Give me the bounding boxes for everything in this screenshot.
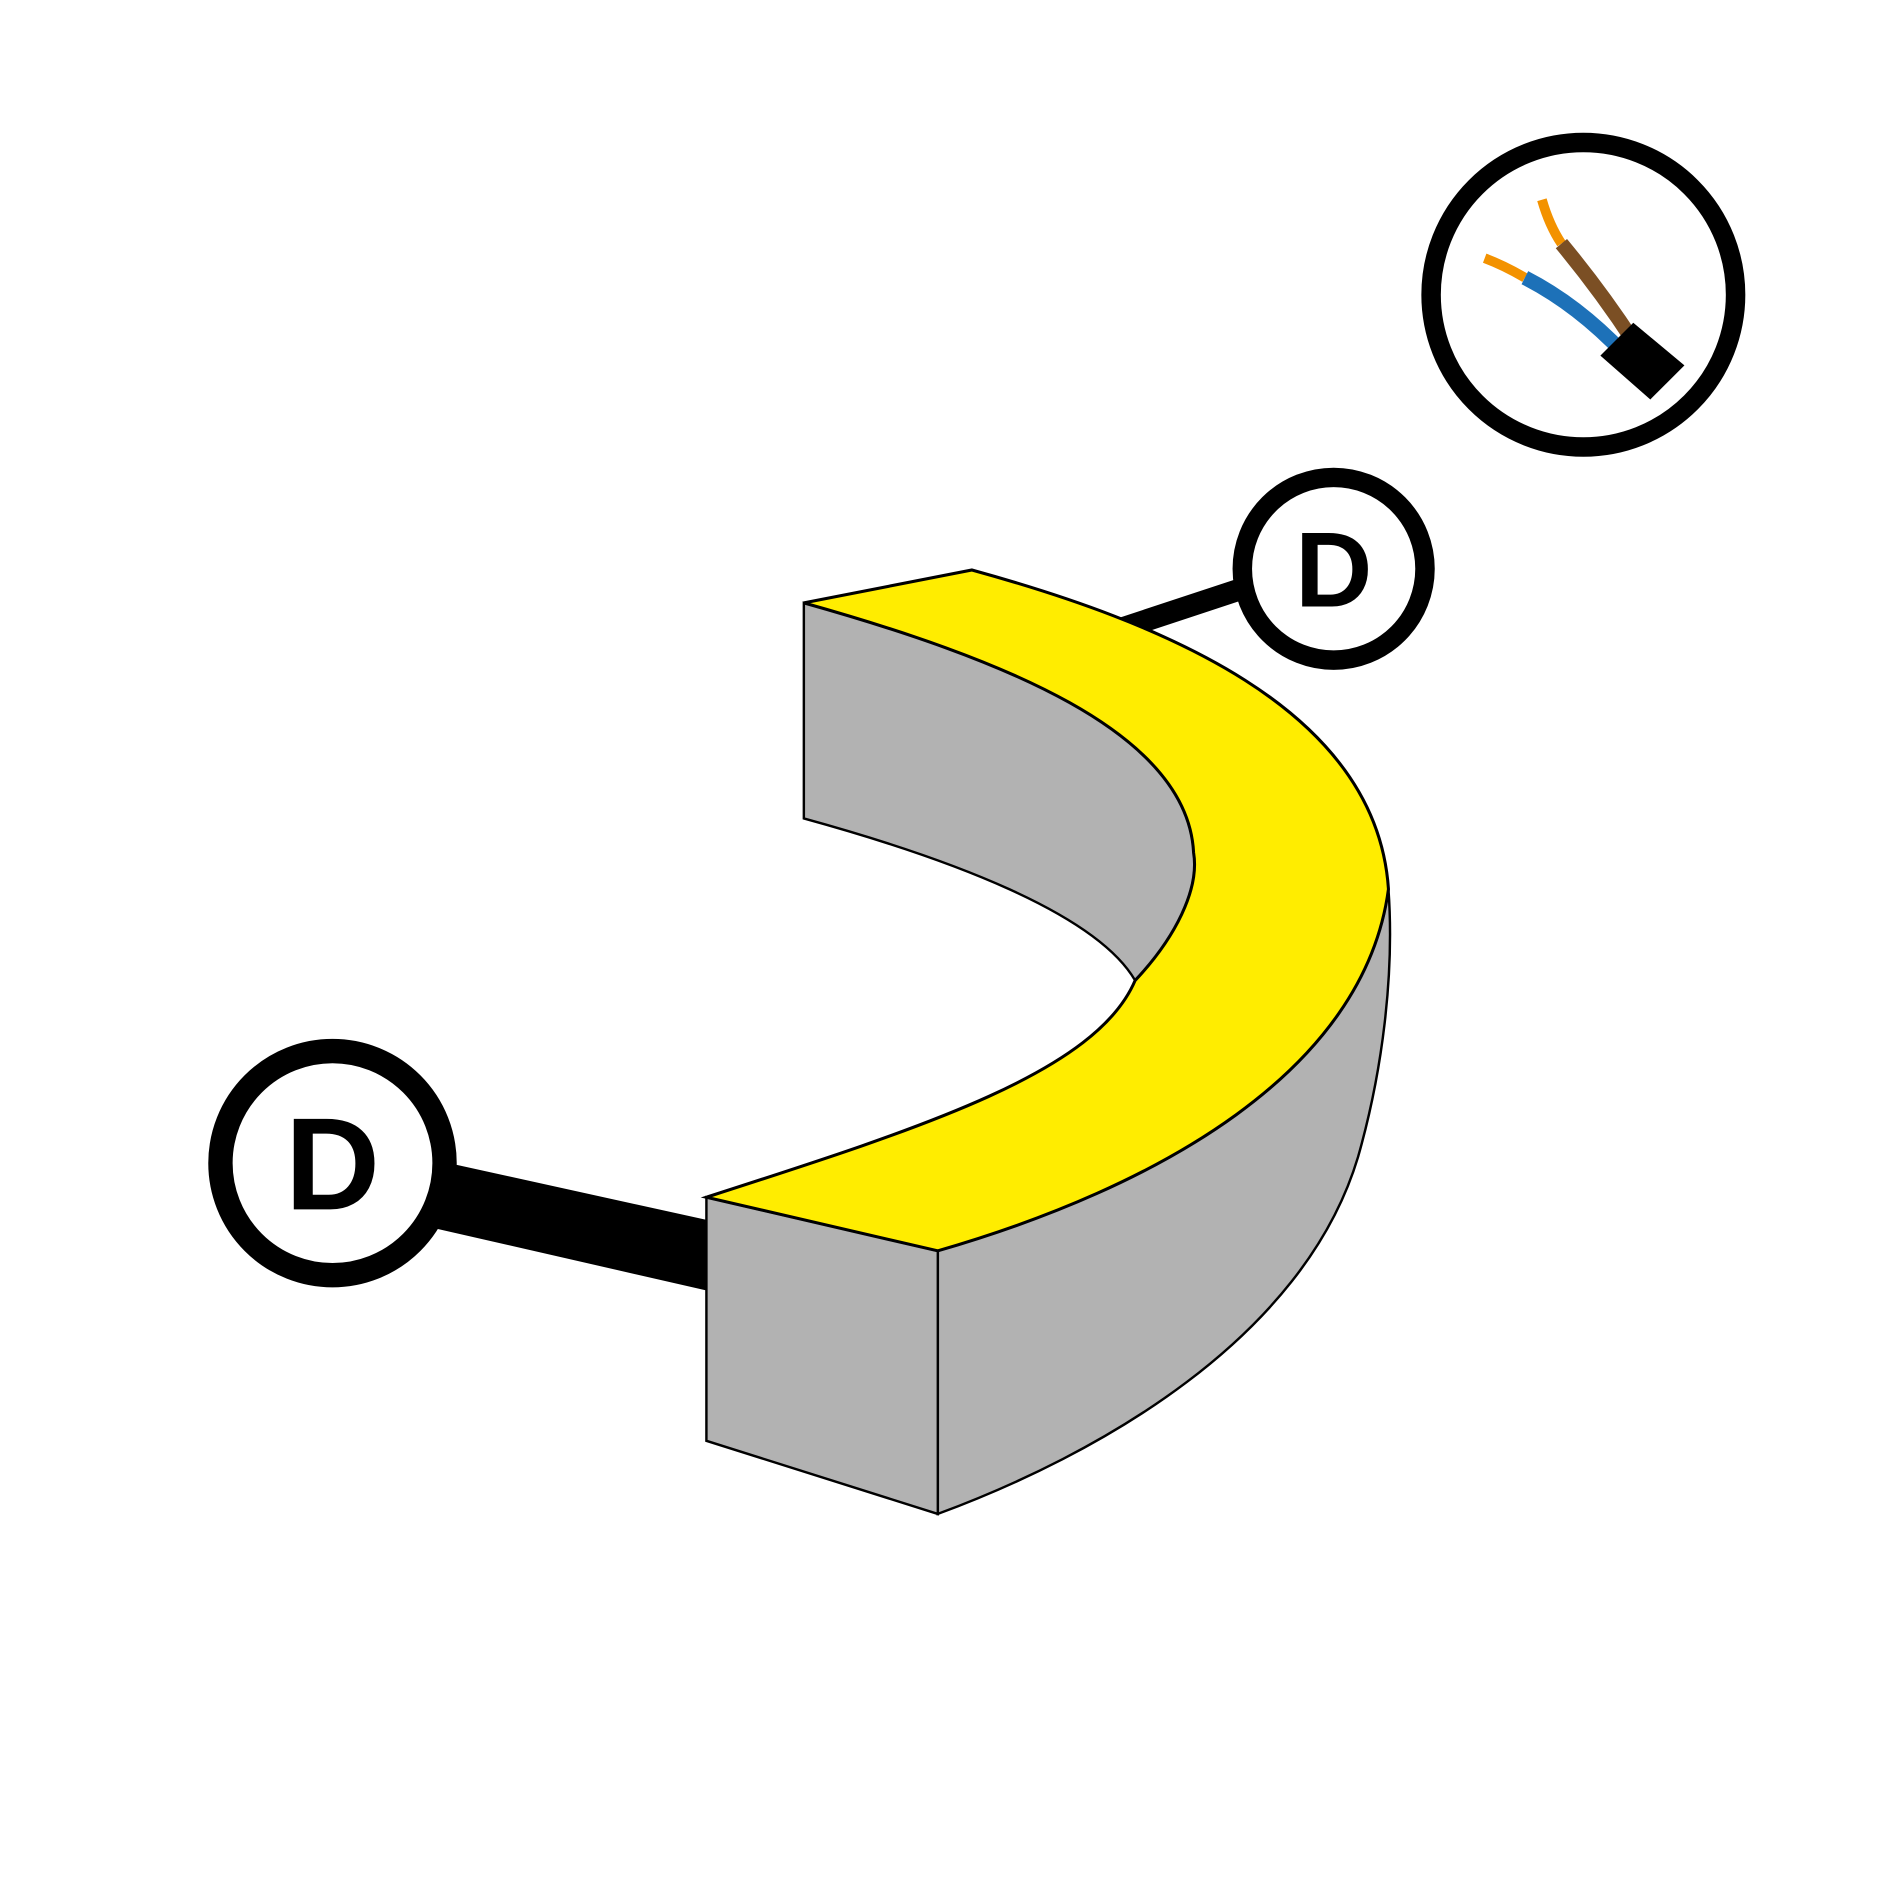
left-marker-circle: [208, 1038, 457, 1288]
right-marker-label: D: [1295, 510, 1372, 630]
right-marker: D: [1232, 467, 1435, 670]
left-marker: D: [208, 1038, 457, 1288]
strip-end-face: [705, 1195, 940, 1516]
power-cable-icon: [1421, 132, 1746, 457]
left-connector-bar: [432, 1159, 709, 1292]
strip-top-face: [700, 568, 1390, 1253]
right-connector-bar: [1110, 574, 1258, 642]
right-marker-circle: [1232, 467, 1435, 670]
left-marker-label: D: [285, 1090, 380, 1237]
